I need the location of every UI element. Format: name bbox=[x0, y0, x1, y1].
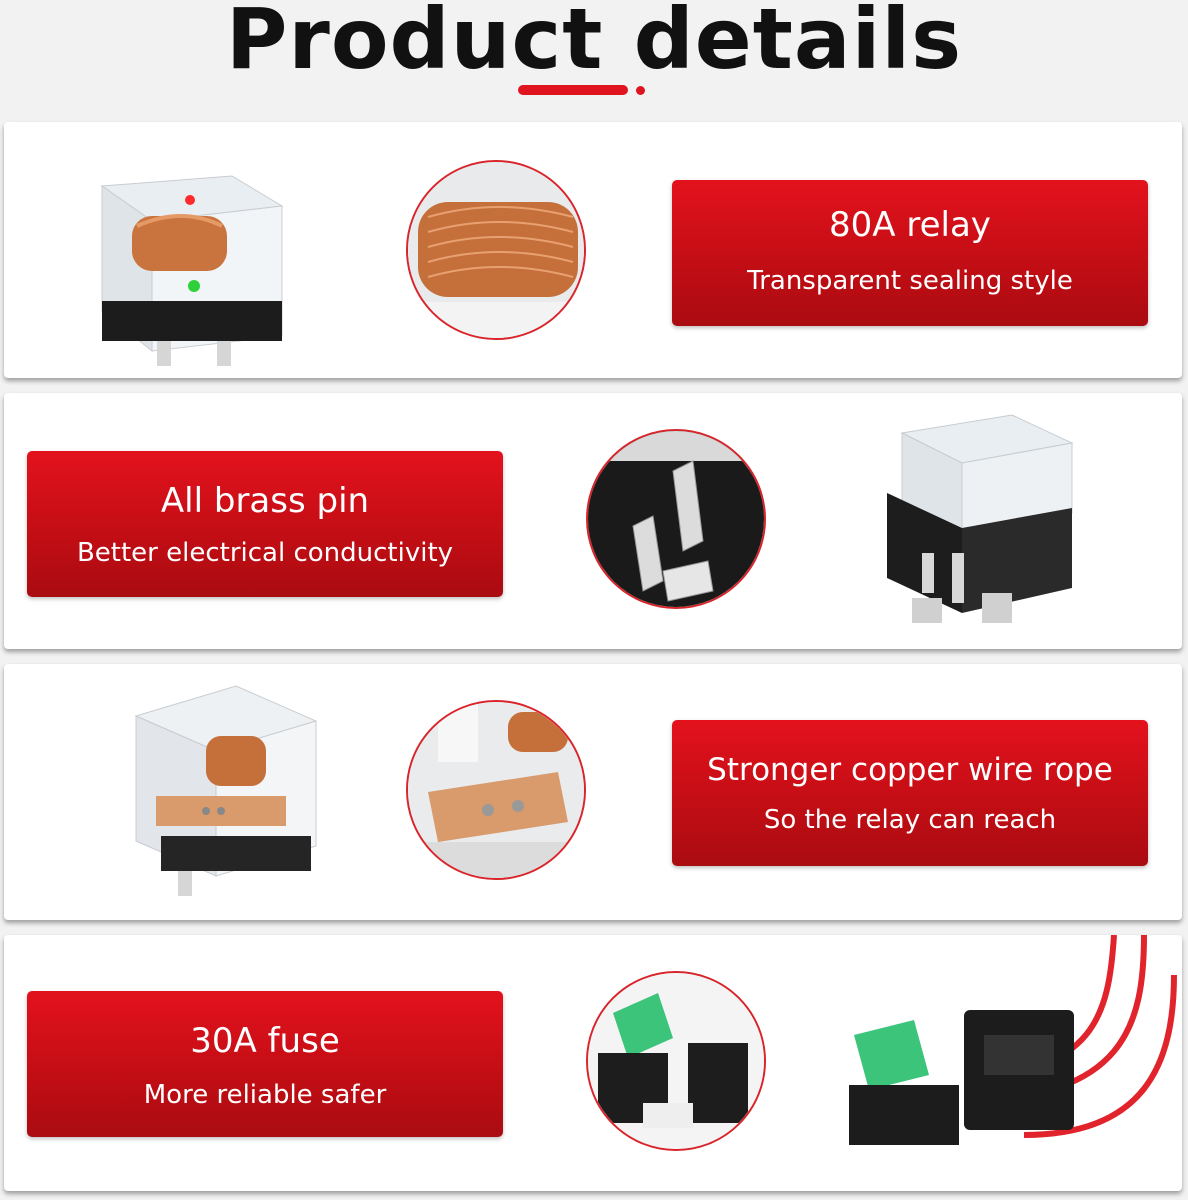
relay-copper-image bbox=[134, 685, 318, 896]
relay-pins-image bbox=[887, 414, 1074, 623]
brass-pin-closeup-image bbox=[586, 429, 766, 609]
fuse-closeup-image bbox=[586, 971, 766, 1151]
feature-badge-4: 30A fuse More reliable safer bbox=[27, 991, 503, 1137]
feature-panel-relay: 80A relay Transparent sealing style bbox=[4, 122, 1182, 378]
page-title: Product details bbox=[225, 0, 963, 88]
title-underline-dot bbox=[636, 86, 645, 95]
title-underline-bar bbox=[518, 85, 628, 95]
feature-panel-copper-wire: Stronger copper wire rope So the relay c… bbox=[4, 664, 1182, 920]
fuse-holder-image bbox=[849, 935, 1177, 1145]
feature-panel-fuse: 30A fuse More reliable safer bbox=[4, 935, 1182, 1191]
feature-title-3: Stronger copper wire rope bbox=[707, 752, 1113, 788]
feature-panel-brass-pin: All brass pin Better electrical conducti… bbox=[4, 393, 1182, 649]
coil-closeup-image bbox=[406, 160, 586, 340]
feature-subtitle-1: Transparent sealing style bbox=[747, 266, 1073, 296]
feature-subtitle-2: Better electrical conductivity bbox=[76, 538, 454, 568]
feature-badge-2: All brass pin Better electrical conducti… bbox=[27, 451, 503, 597]
feature-badge-3: Stronger copper wire rope So the relay c… bbox=[672, 720, 1148, 866]
feature-title-2: All brass pin bbox=[160, 481, 370, 521]
copper-contact-closeup-image bbox=[406, 700, 586, 880]
feature-subtitle-4: More reliable safer bbox=[143, 1080, 387, 1110]
feature-subtitle-3: So the relay can reach bbox=[763, 805, 1057, 835]
feature-badge-1: 80A relay Transparent sealing style bbox=[672, 180, 1148, 326]
relay-image bbox=[100, 175, 284, 366]
feature-title-4: 30A fuse bbox=[190, 1021, 340, 1061]
feature-title-1: 80A relay bbox=[829, 205, 991, 245]
